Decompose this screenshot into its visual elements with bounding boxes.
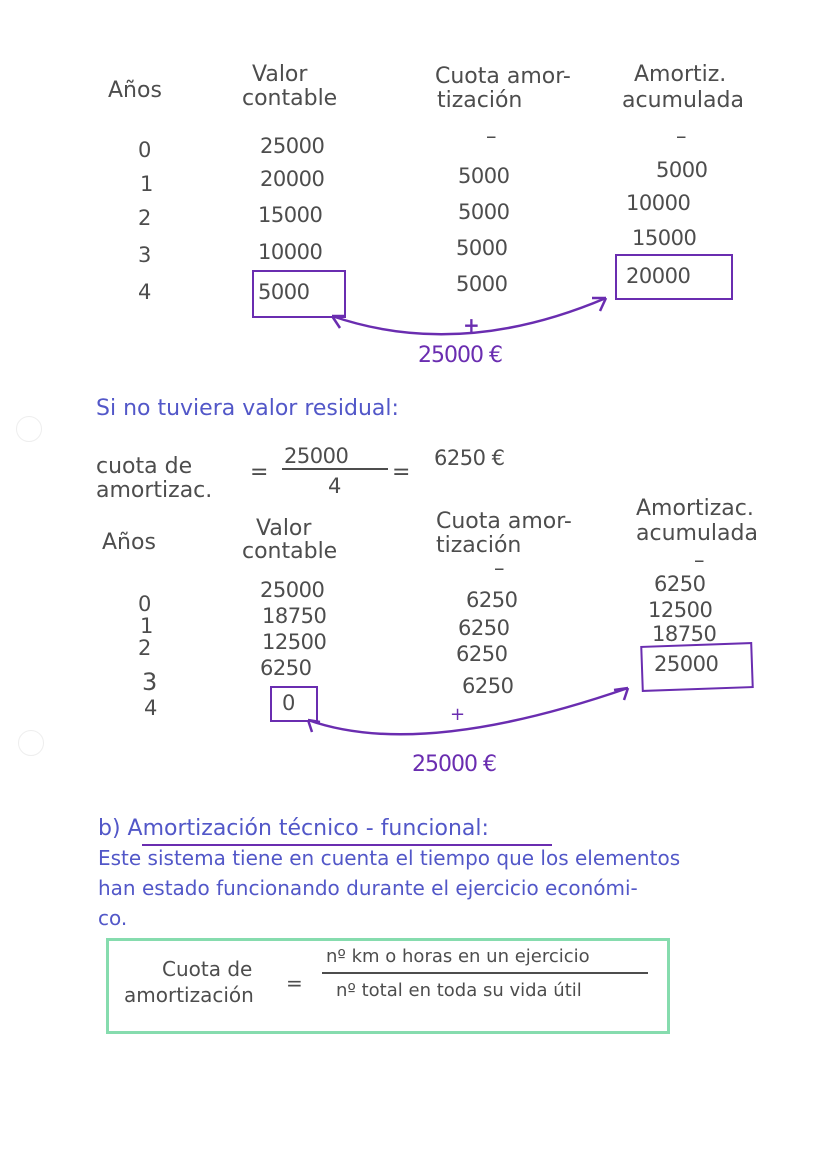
t1-row0-cuota: – [486,124,497,148]
header-anos: Años [108,78,162,103]
t1-row2-cuota: 5000 [458,200,510,224]
t2-row4-ano: 4 [144,696,157,720]
section-b-line1: Este sistema tiene en cuenta el tiempo q… [98,846,681,870]
t1-row0-acum: – [676,124,687,148]
t2-header-valor-l2: contable [242,539,338,564]
punch-hole-bottom [18,730,44,756]
section-b-title-underline [142,844,552,846]
formula-2-box [106,938,670,1034]
f2-label-l2: amortización [124,983,254,1007]
f1-eq2: = [392,460,411,485]
header-cuota-l1: Cuota amor- [435,64,571,89]
f1-denominator: 4 [328,474,341,498]
t1-row4-ano: 4 [138,280,151,304]
header-acum-l2: acumulada [622,88,744,113]
t2-row0-valor: 25000 [260,578,325,602]
t1-row4-valor: 5000 [258,280,310,304]
f2-numerator: nº km o horas en un ejercicio [326,946,590,967]
header-acum-l1: Amortiz. [634,62,727,87]
header-cuota-l2: tización [437,88,523,113]
t1-row2-ano: 2 [138,206,151,230]
t1-row2-acum: 10000 [626,191,691,215]
t2-row4-cuota: 6250 [462,674,514,698]
t2-row3-cuota: 6250 [456,642,508,666]
t2-header-acum-l2: acumulada [636,521,758,546]
t1-row3-ano: 3 [138,243,151,267]
f1-result: 6250 € [434,446,505,470]
f1-numerator: 25000 [284,444,349,468]
t1-row0-ano: 0 [138,138,151,162]
t1-row1-valor: 20000 [260,167,325,191]
section-b-title: b) Amortización técnico - funcional: [98,816,489,841]
t2-cuota-dash: – [494,556,505,580]
t2-header-valor-l1: Valor [256,516,312,541]
t2-row2-ano: 2 [138,636,151,660]
t1-total: 25000 € [418,343,503,368]
t2-header-cuota-l1: Cuota amor- [436,509,572,534]
f2-label-l1: Cuota de [162,957,253,981]
t2-row2-cuota: 6250 [458,616,510,640]
f2-eq: = [286,971,303,995]
t1-final-valor-box [252,270,346,318]
punch-hole-top [16,416,42,442]
t2-row1-cuota: 6250 [466,588,518,612]
header-valor-l2: contable [242,86,338,111]
section-b-line2: han estado funcionando durante el ejerci… [98,876,638,900]
f2-fraction-line [322,972,648,974]
t1-row1-ano: 1 [140,172,153,196]
t2-acum-dash: – [694,548,705,572]
t2-header-cuota-l2: tización [436,533,522,558]
t2-row3-acum: 18750 [652,622,717,646]
header-valor-l1: Valor [252,62,308,87]
t1-row3-valor: 10000 [258,240,323,264]
t1-row0-valor: 25000 [260,134,325,158]
t1-row3-cuota: 5000 [456,236,508,260]
t2-plus-sign: + [450,704,466,725]
t2-row4-acum: 25000 [654,652,719,676]
f1-label-l1: cuota de [96,454,193,479]
t2-row1-acum: 6250 [654,572,706,596]
t2-row0-ano: 0 [138,592,151,616]
f2-denominator: nº total en toda su vida útil [336,980,582,1001]
t2-row3-ano: 3 [142,668,157,696]
f1-eq1: = [250,460,269,485]
t1-row4-cuota: 5000 [456,272,508,296]
t2-row3-valor: 6250 [260,656,312,680]
t1-final-acum-box [615,254,733,300]
t1-plus-sign: + [463,313,480,337]
section-b-line3: co. [98,906,128,930]
t2-header-acum-l1: Amortizac. [636,496,754,521]
f1-label-l2: amortizac. [96,478,213,503]
t1-row2-valor: 15000 [258,203,323,227]
t2-row2-valor: 12500 [262,630,327,654]
residual-heading: Si no tuviera valor residual: [96,396,399,421]
t2-total: 25000 € [412,752,497,777]
t2-row1-ano: 1 [140,614,153,638]
t1-row4-acum: 20000 [626,264,691,288]
t2-row2-acum: 12500 [648,598,713,622]
t1-row1-cuota: 5000 [458,164,510,188]
t2-row4-valor: 0 [282,691,295,715]
f1-fraction-line [282,468,388,470]
t1-row1-acum: 5000 [656,158,708,182]
t2-row1-valor: 18750 [262,604,327,628]
t2-header-anos: Años [102,530,156,555]
t1-row3-acum: 15000 [632,226,697,250]
t2-final-valor-box [270,686,318,722]
